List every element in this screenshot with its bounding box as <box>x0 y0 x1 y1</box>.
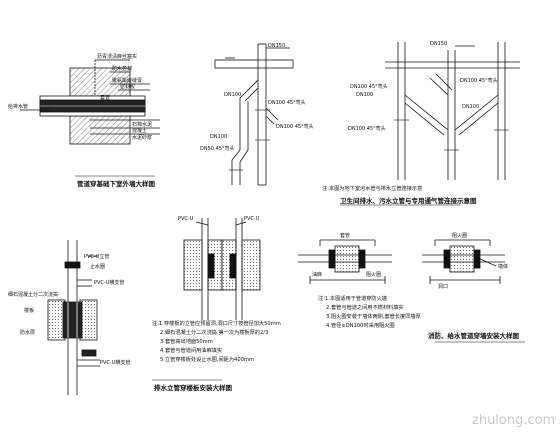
bl-label-0: PVC-U立管 <box>84 253 109 260</box>
tl-label-8: 给排水管 <box>8 103 28 110</box>
bm-note-3: 4.套管与管道间用油麻填实 <box>160 346 222 354</box>
tl-label-5: 石棉水泥 <box>132 121 152 128</box>
bm-label-0: PVC-U <box>178 216 194 222</box>
tr-label-0: DN150 <box>430 41 447 47</box>
detail-wall-penetration <box>20 59 160 177</box>
tl-caption: 管道穿基础下室外墙大样图 <box>77 179 156 188</box>
tm-label-2: DN100 45°弯头 <box>268 99 306 106</box>
detail-stack-floor <box>152 218 261 381</box>
tm-label-0: DN150 <box>268 43 285 49</box>
bl-label-1: 止水圈 <box>90 263 105 270</box>
tl-label-3: 密封胶 <box>120 83 135 90</box>
tr-label-1: DN100 <box>356 92 373 98</box>
detail-wall-labels: 沥青浸渍麻丝塞实 防水卷材 聚氨酯嵌缝膏 密封胶 套管 石棉水泥 混凝土 水泥砂… <box>8 53 156 188</box>
bl-label-3: 细石混凝土分二次浇捣 <box>8 291 58 298</box>
wall-upper-hatch <box>69 67 131 97</box>
br-label-1: 油麻 <box>312 271 322 278</box>
slab-left <box>47 299 66 341</box>
slab-right <box>79 299 98 341</box>
tm-label-4: DN50 45°弯头 <box>200 145 234 152</box>
tr-note: 注:本图为地下室污水管与排水立管连接示意 <box>322 184 422 192</box>
br-note-2: 3.阻火圈安装于墙体两侧,套管长度同墙厚 <box>326 312 421 320</box>
br-note-0: 注:1.本图适用于管道穿防火墙 <box>318 294 387 302</box>
br-label-5: 洞口 <box>438 283 448 290</box>
tr-label-5: DN100 <box>462 104 479 110</box>
detail-stack-connection <box>214 43 294 186</box>
detail-wall-horizontal-labels: 套管 油麻 阻火圈 墙体 阻火圈 洞口 注:1.本图适用于管道穿防火墙 2.套管… <box>312 232 520 340</box>
tr-label-4: DN100 45°弯头 <box>348 125 386 132</box>
detail-stack-labels: DN150 DN100 DN100 45°弯头 DN100 45°弯头 DN50… <box>200 43 314 152</box>
tl-label-6: 混凝土 <box>132 127 147 134</box>
br-note-3: 4.管径≤DN100时采用阻火圈 <box>326 321 395 329</box>
bl-label-5: 防水层 <box>20 329 35 336</box>
bm-note-2: 3.套管高出地面50mm <box>160 337 213 345</box>
detail-pvc-labels: PVC-U立管 止水圈 PVC-U横支管 细石混凝土分二次浇捣 楼板 防水层 P… <box>8 253 130 366</box>
tm-label-5: DN100 <box>210 134 227 140</box>
tl-label-1: 防水卷材 <box>112 65 132 72</box>
tr-caption: 卫生间排水、污水立管与专用通气管连接示意图 <box>340 196 477 205</box>
detail-wall-horizontal <box>298 239 525 343</box>
watermark: zhulong.com <box>472 413 555 428</box>
br-label-2: 阻火圈 <box>452 232 467 239</box>
br-caption: 消防、给水管道穿墙安装大样图 <box>428 331 520 340</box>
tr-label-3: DN100 45°弯头 <box>460 77 498 84</box>
bm-label-1: PVC-U <box>244 216 260 222</box>
br-label-3: 墙体 <box>498 263 508 270</box>
br-note-1: 2.套管与管道之间用不燃材料填实 <box>326 303 404 311</box>
detail-pvc-floor <box>47 240 100 395</box>
bm-note-1: 2.细石混凝土分二次浇捣,第一次为楼板厚的2/3 <box>160 328 268 336</box>
bl-label-6: PVC-U横支管 <box>100 359 130 366</box>
tl-label-2: 聚氨酯嵌缝膏 <box>112 77 142 84</box>
bl-label-4: 楼板 <box>24 307 34 314</box>
wall-lower-hatch <box>69 115 131 145</box>
detail-vent-labels: DN150 DN100 DN100 45°弯头 DN100 45°弯头 DN10… <box>322 41 498 205</box>
bm-note-0: 注:1.穿楼板的立管应预留洞,洞口尺寸按管径加大50mm <box>152 319 281 327</box>
bl-label-2: PVC-U横支管 <box>94 279 124 286</box>
detail-vent-connection <box>340 42 520 206</box>
bm-caption: 排水立管穿楼板安装大样图 <box>154 383 233 392</box>
tl-label-4: 套管 <box>100 94 110 101</box>
tl-label-7: 水泥砂浆 <box>132 134 152 141</box>
br-label-0: 套管 <box>340 232 350 239</box>
tl-label-0: 沥青浸渍麻丝塞实 <box>97 53 137 60</box>
floor-slab <box>214 59 294 69</box>
tr-label-2: DN100 45°弯头 <box>350 83 388 90</box>
tm-label-1: DN100 <box>224 92 241 98</box>
br-label-4: 阻火圈 <box>366 271 381 278</box>
tm-label-3: DN100 45°弯头 <box>276 123 314 130</box>
detail-stack-floor-labels: PVC-U PVC-U 注:1.穿楼板的立管应预留洞,洞口尺寸按管径加大50mm… <box>152 216 281 392</box>
bm-note-4: 5.立管穿楼板处设止水圈,间距为400mm <box>160 355 254 363</box>
